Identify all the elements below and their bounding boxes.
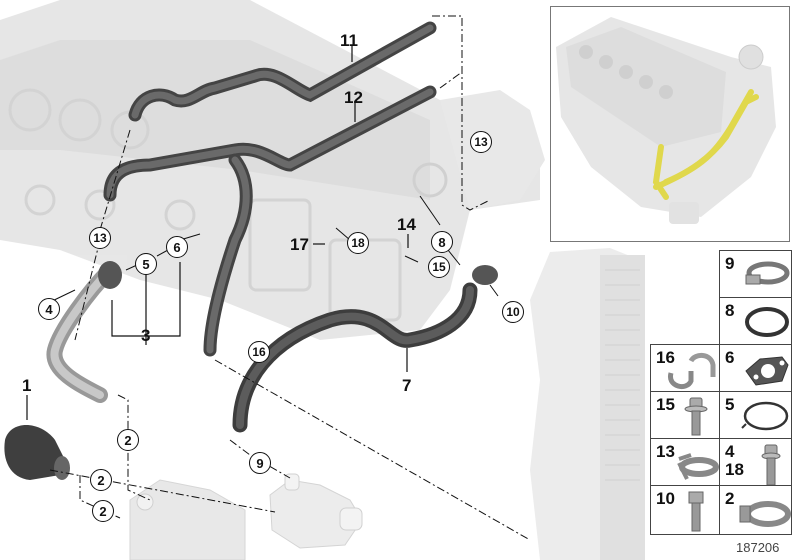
circled-callout-4: 4 xyxy=(38,298,60,320)
engine-overview-inset xyxy=(550,6,790,242)
worm-clamp-icon xyxy=(739,501,791,527)
callout-11: 11 xyxy=(340,31,358,50)
callout-3: 3 xyxy=(141,326,151,345)
engine-overview-image xyxy=(556,17,776,224)
circled-callout-2a: 2 xyxy=(117,429,139,451)
circled-callout-9: 9 xyxy=(249,452,271,474)
hose-3 xyxy=(46,261,122,403)
circled-callout-10: 10 xyxy=(502,301,524,323)
grid-label-18: 18 xyxy=(725,459,744,479)
torx-bolt-icon xyxy=(684,397,708,436)
callout-12: 12 xyxy=(344,88,363,107)
circled-callout-2c: 2 xyxy=(92,500,114,522)
hex-bolt-icon xyxy=(688,491,704,532)
gasket-icon xyxy=(745,356,789,386)
leader-lines xyxy=(26,45,409,420)
callout-1: 1 xyxy=(22,376,32,395)
circled-callout-18: 18 xyxy=(347,232,369,254)
hose-clamp-icon xyxy=(745,261,790,285)
circled-callout-2b: 2 xyxy=(90,469,112,491)
circled-callout-15: 15 xyxy=(428,256,450,278)
hose-11 xyxy=(128,21,437,122)
grid-cell-8: 8 xyxy=(719,297,792,345)
grid-label-6: 6 xyxy=(725,348,735,367)
torx-bolt-long-icon xyxy=(761,444,781,486)
circled-callout-13a: 13 xyxy=(89,227,111,249)
grid-label-10: 10 xyxy=(656,489,675,508)
grid-cell-2: 2 xyxy=(719,485,792,535)
grid-label-4: 4 xyxy=(725,442,735,461)
spring-clamp-icon xyxy=(677,453,719,480)
thermostat-housing xyxy=(269,473,363,549)
grid-label-15: 15 xyxy=(656,395,675,414)
grid-cell-16: 16 xyxy=(650,344,720,392)
grid-cell-13: 13 xyxy=(650,438,720,486)
water-pump xyxy=(129,479,246,560)
grid-label-13: 13 xyxy=(656,442,675,461)
grid-cell-10: 10 xyxy=(650,485,720,535)
clip-holder-icon xyxy=(668,353,716,390)
callout-14: 14 xyxy=(397,215,416,234)
grid-cell-5: 5 xyxy=(719,391,792,439)
callout-17: 17 xyxy=(290,235,309,254)
radiator xyxy=(530,248,645,560)
grid-label-2: 2 xyxy=(725,489,735,508)
o-ring-icon xyxy=(745,307,789,337)
hose-1 xyxy=(4,425,70,480)
circled-callout-5: 5 xyxy=(135,253,157,275)
grid-label-5: 5 xyxy=(725,395,735,414)
circled-callout-16: 16 xyxy=(248,341,270,363)
hose-7 xyxy=(232,265,498,433)
grid-cell-15: 15 xyxy=(650,391,720,439)
grid-label-9: 9 xyxy=(725,254,735,273)
grid-label-8: 8 xyxy=(725,301,735,320)
callout-7: 7 xyxy=(402,376,412,395)
reference-number: 187206 xyxy=(736,540,780,555)
seal-ring-icon xyxy=(741,401,789,431)
grid-cell-6: 6 xyxy=(719,344,792,392)
grid-label-16: 16 xyxy=(656,348,675,367)
engine-block xyxy=(0,0,545,340)
circled-callout-6: 6 xyxy=(166,236,188,258)
grid-cell-9: 9 xyxy=(719,250,792,298)
circled-callout-8: 8 xyxy=(431,231,453,253)
circled-callout-13b: 13 xyxy=(470,131,492,153)
